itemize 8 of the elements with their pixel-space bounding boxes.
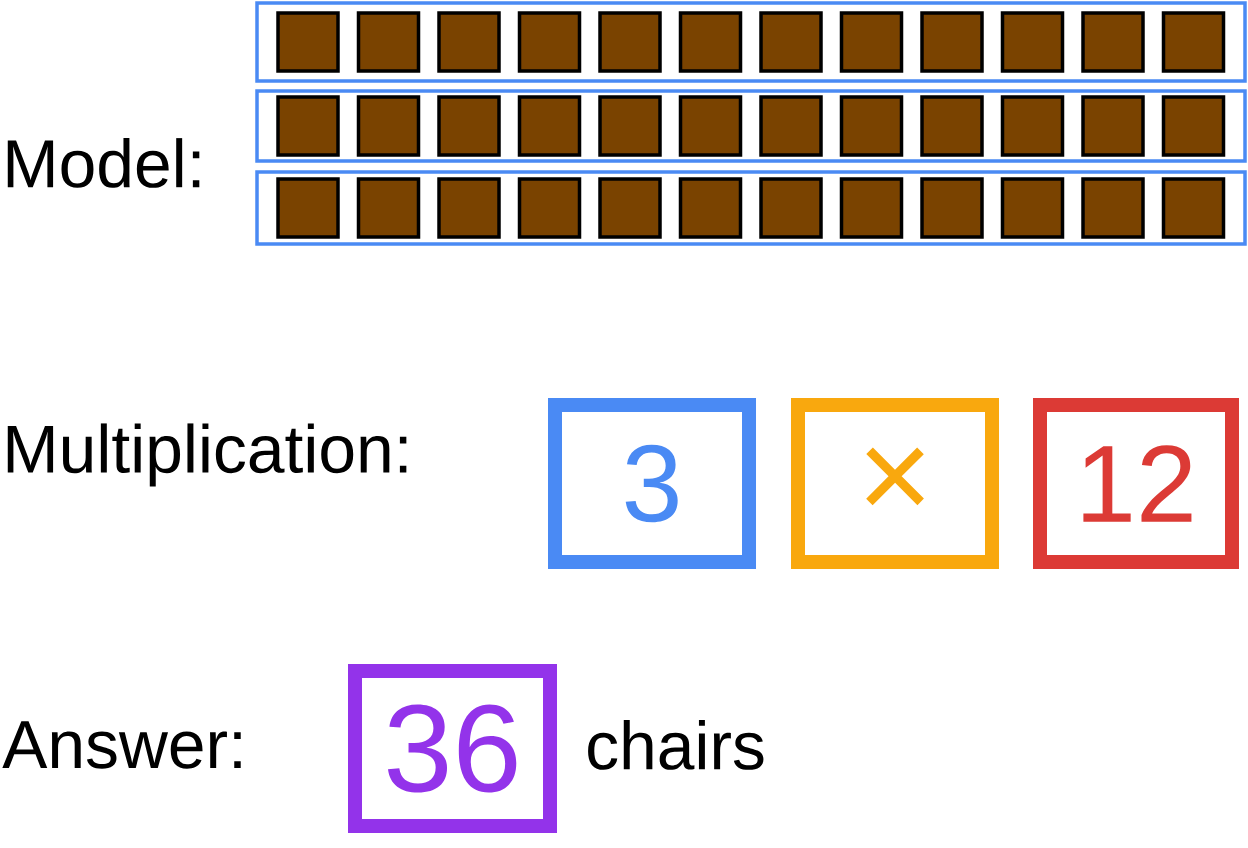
row-label: Answer: (2, 721, 241, 769)
row-label: Multiplication: (7, 423, 407, 487)
number-box: 12 (1033, 398, 1239, 569)
row-label: Model: (7, 138, 200, 188)
row-label: chairs (588, 720, 764, 770)
number-box: 3 (548, 398, 756, 569)
number-box: 36 (348, 664, 557, 833)
number-box: × (791, 398, 999, 569)
